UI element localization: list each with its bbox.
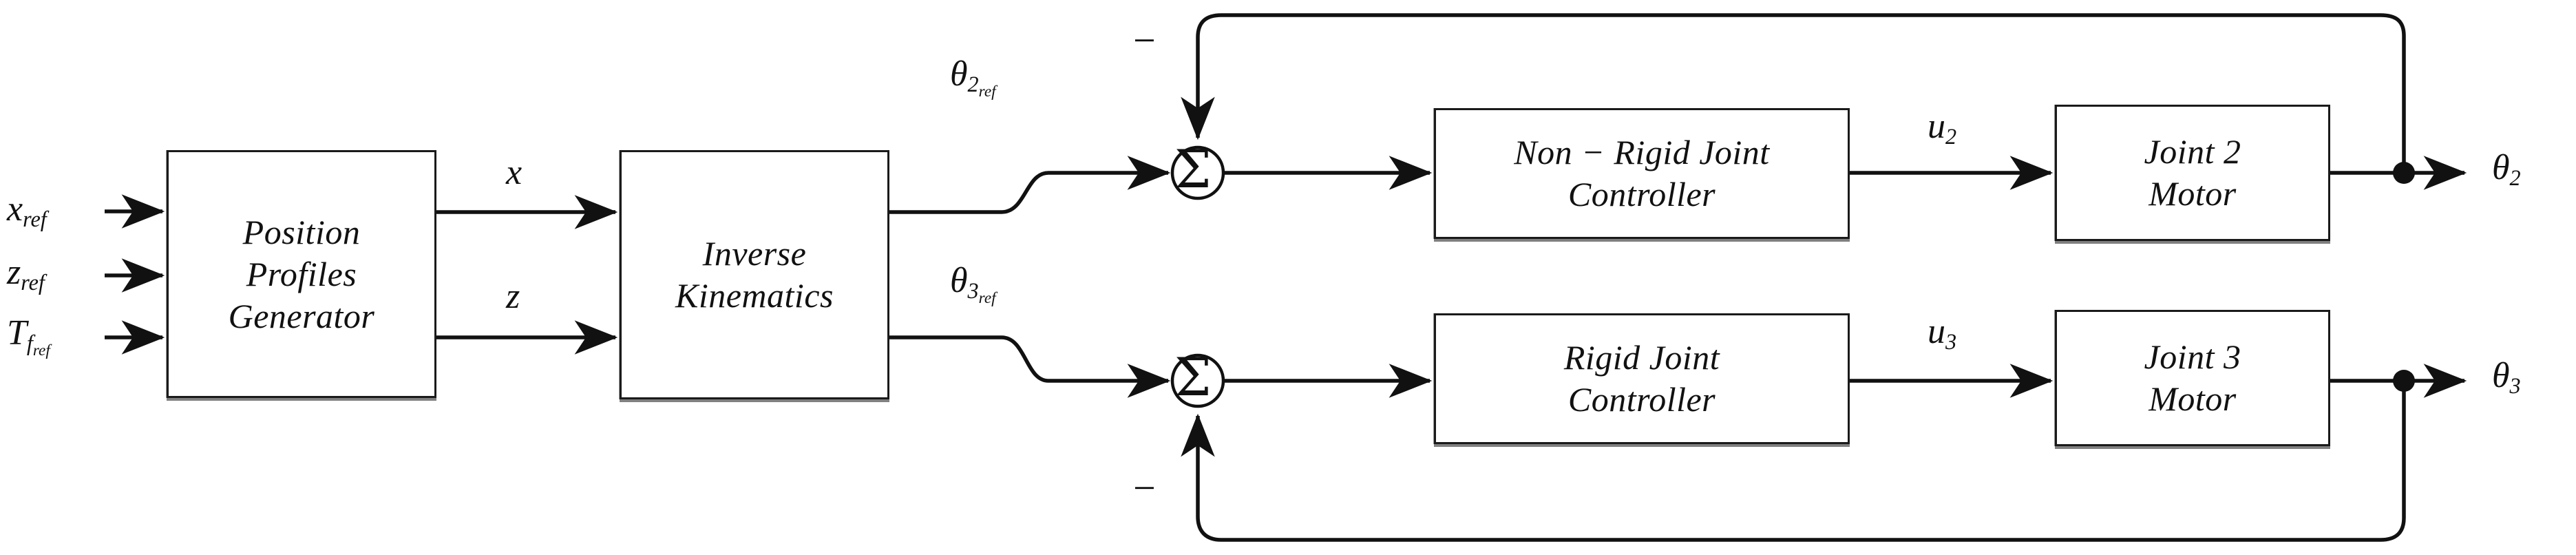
label-z-ref: zref [7,253,45,295]
block-line: Non − Rigid Joint [1514,133,1770,171]
block-position-profiles-generator[interactable]: Position Profiles Generator [167,150,436,398]
block-line: Motor [2149,379,2237,418]
feedback-path-top [1181,13,2406,173]
block-joint3-motor[interactable]: Joint 3 Motor [2055,310,2330,446]
block-line: Generator [228,296,375,335]
label-theta3-output: θ3 [2492,356,2521,399]
block-nonrigid-joint-controller[interactable]: Non − Rigid Joint Controller [1434,108,1850,239]
junction-dot-theta3 [2393,370,2415,392]
label-theta3-ref: θ3ref [950,261,996,307]
label-u2: u2 [1928,107,1957,149]
block-line: Motor [2149,174,2237,213]
label-tf-ref: Tfref [7,313,50,359]
block-line: Controller [1567,380,1716,419]
block-line: Joint 2 [2144,132,2241,171]
block-line: Rigid Joint [1563,338,1720,377]
label-u3: u3 [1928,312,1957,355]
wire-theta3ref-to-sum [889,335,1171,398]
block-line: Position [242,212,361,251]
block-rigid-joint-controller[interactable]: Rigid Joint Controller [1434,313,1850,444]
label-theta2-output: θ2 [2492,148,2521,191]
sigma-icon: Σ [1174,138,1212,200]
label-signal-z: z [506,277,520,316]
label-theta2-ref: θ2ref [950,54,996,101]
block-line: Controller [1567,175,1716,213]
block-line: Profiles [246,254,357,293]
block-joint2-motor[interactable]: Joint 2 Motor [2055,105,2330,241]
block-line: Joint 3 [2144,337,2241,376]
sigma-icon: Σ [1174,346,1212,408]
block-line: Inverse [702,234,807,273]
junction-dot-theta2 [2393,162,2415,184]
block-inverse-kinematics[interactable]: Inverse Kinematics [620,150,889,399]
feedback-sign-top: − [1133,18,1156,63]
block-line: Kinematics [675,276,834,315]
wire-theta2ref-to-sum [889,156,1171,214]
feedback-sign-bottom: − [1133,465,1156,510]
label-x-ref: xref [7,189,47,232]
label-signal-x: x [506,153,522,192]
feedback-path-bottom [1181,381,2406,542]
